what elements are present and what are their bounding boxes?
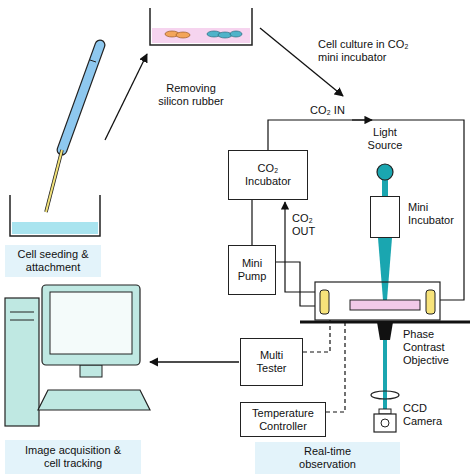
cell: [176, 32, 190, 38]
part-label: Mini Incubator: [408, 201, 462, 227]
light-source: [377, 164, 393, 180]
heater: [320, 290, 329, 314]
culture-medium: [152, 28, 250, 43]
culture-medium: [12, 222, 98, 234]
objective-lens: [377, 322, 393, 340]
step-band: Real-time observation: [255, 442, 400, 474]
camera-lens: [381, 419, 389, 427]
process-arrow: [105, 54, 147, 140]
process-box: Mini Pump: [228, 245, 276, 295]
gas-line: [276, 262, 315, 306]
connector-line: [251, 200, 252, 245]
sensor-wire: [303, 320, 330, 352]
node-label: Image acquisition & cell tracking: [24, 444, 122, 470]
node-label: Mini Pump: [232, 257, 272, 283]
annotation-label: Removing silicon rubber: [150, 82, 232, 108]
annotation-label: CO₂ OUT: [292, 212, 322, 238]
annotation-label: Cell culture in CO₂ mini incubator: [318, 38, 424, 64]
mini-incubator-box: Mini Incubator: [370, 196, 400, 238]
process-box: CO₂ Incubator: [228, 150, 308, 200]
pipette-button: [90, 60, 96, 62]
drive-slot: [10, 312, 34, 313]
pipette: [62, 45, 100, 150]
annotation-label: CCD Camera: [403, 402, 453, 428]
process-box: Multi Tester: [240, 338, 303, 386]
keyboard: [38, 390, 150, 410]
culture-dish: [150, 8, 252, 45]
cell: [230, 31, 242, 37]
light-beam: [378, 238, 392, 300]
annotation-label: Phase Contrast Objective: [403, 328, 459, 367]
node-label: Real-time observation: [293, 445, 363, 471]
node-label: Cell seeding & attachment: [14, 248, 92, 274]
culture-dish: [350, 300, 420, 310]
step-band: Cell seeding & attachment: [5, 245, 101, 277]
node-label: Temperature Controller: [243, 407, 323, 433]
gas-line: [268, 120, 464, 300]
pipette-tip: [46, 150, 62, 212]
computer-tower: [5, 298, 39, 426]
ccd-camera: [374, 414, 396, 432]
monitor: [42, 285, 140, 365]
drive-slot: [10, 320, 34, 321]
annotation-label: Light Source: [363, 126, 407, 152]
culture-dish: [10, 195, 100, 236]
sensor-wire: [326, 320, 345, 412]
lens: [371, 391, 399, 399]
pipette-tip-outline: [46, 150, 62, 212]
annotation-label: CO₂ IN: [310, 104, 350, 117]
screen: [50, 292, 132, 354]
monitor-stand: [80, 365, 102, 377]
heater: [426, 290, 435, 314]
incubation-chamber: [315, 282, 440, 320]
pipette-outline: [62, 45, 100, 150]
data-arrow: [150, 361, 239, 362]
process-box: Temperature Controller: [240, 402, 326, 437]
node-label: Multi Tester: [251, 349, 293, 375]
camera-mount: [379, 409, 391, 414]
step-band: Image acquisition & cell tracking: [5, 440, 141, 474]
flow-arrow: [352, 119, 372, 120]
node-label: CO₂ Incubator: [240, 162, 296, 188]
